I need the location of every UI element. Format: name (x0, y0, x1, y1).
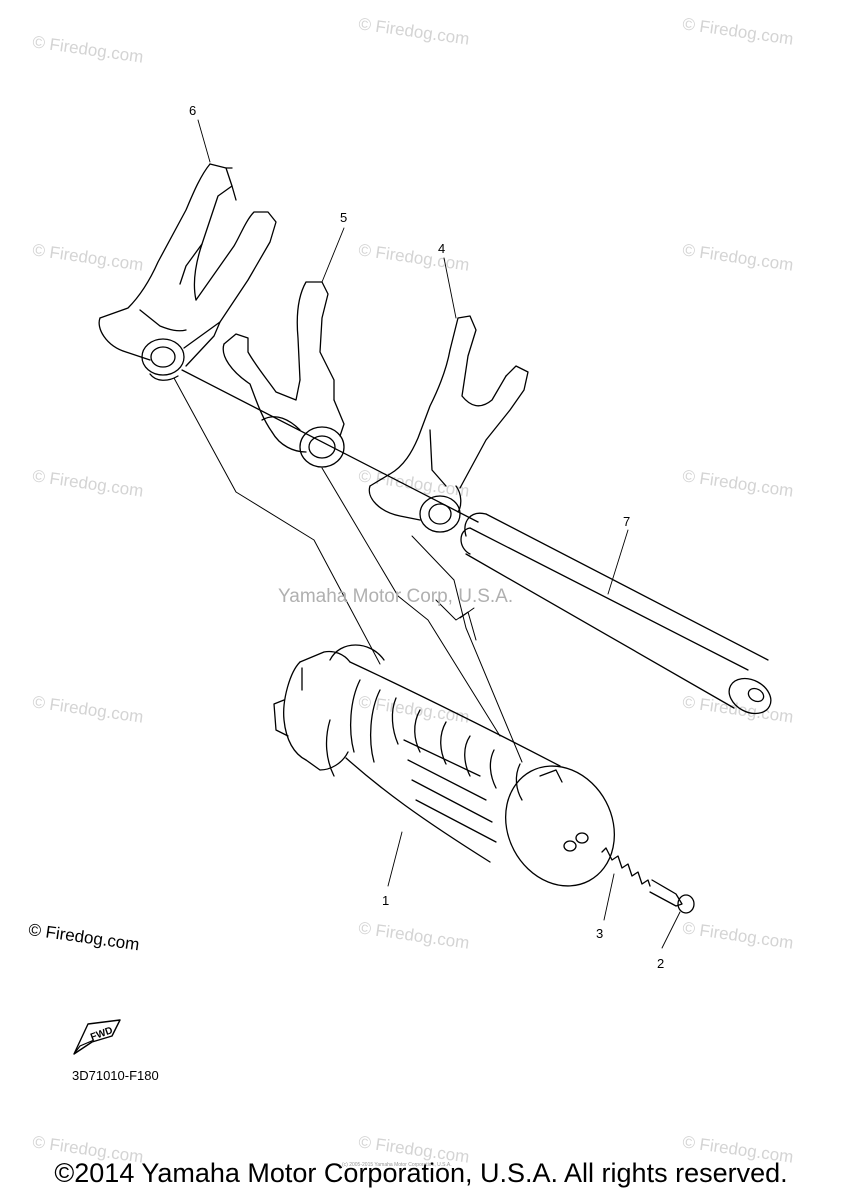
fine-print: (c) 2005-2015 Yamaha Motor Corporation, … (342, 1162, 452, 1168)
shift-fork-4 (368, 315, 529, 533)
diagram-code: 3D71010-F180 (72, 1068, 159, 1083)
callout-leaders (197, 119, 681, 949)
callout-2: 2 (657, 956, 665, 971)
callout-4: 4 (438, 241, 446, 256)
pin-part (649, 879, 695, 914)
guide-bar (181, 369, 772, 715)
shift-fork-6 (98, 163, 277, 381)
callout-7: 7 (623, 514, 631, 529)
callout-1: 1 (382, 893, 390, 908)
shift-drum (273, 644, 616, 887)
fwd-label: FWD (89, 1025, 114, 1043)
fwd-arrow-icon: FWD (73, 1019, 121, 1055)
spring-part (601, 847, 651, 887)
center-watermark: Yamaha Motor Corp, U.S.A. (278, 586, 514, 607)
leader-lines (173, 377, 523, 763)
callout-6: 6 (189, 103, 197, 118)
callout-5: 5 (340, 210, 348, 225)
shift-fork-5 (222, 281, 345, 468)
copyright-footer: ©2014 Yamaha Motor Corporation, U.S.A. A… (54, 1158, 788, 1188)
callout-3: 3 (596, 926, 604, 941)
